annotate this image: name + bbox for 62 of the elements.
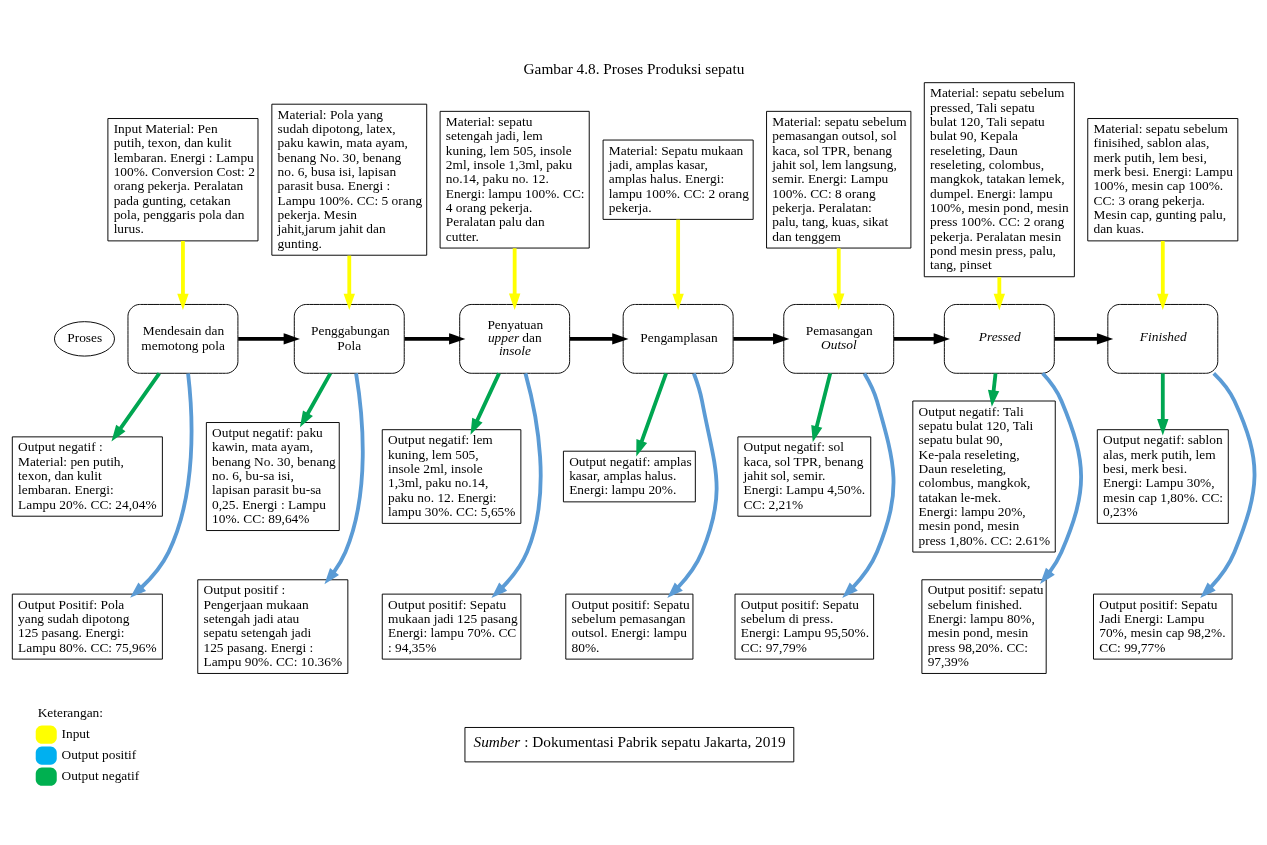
arrow: [1200, 371, 1257, 598]
node-box: Penyatuan upper dan insole: [459, 303, 571, 374]
diagram-title: Gambar 4.8. Proses Produksi sepatu: [523, 59, 745, 77]
legend-label: Output positif: [61, 746, 137, 762]
arrow: [1157, 372, 1169, 435]
legend-label: Output negatif: [61, 767, 140, 783]
arrow: [324, 372, 365, 584]
arrow: [130, 372, 194, 598]
node-box: Mendesain dan memotong pola: [127, 303, 239, 374]
node-box: Output positif: Sepatu mukaan jadi 125 pasang Energi: lampu 70%. CC : 94,35%: [381, 593, 522, 660]
node-box: Output positif: Sepatu sebelum pemasangan outsol. Energi: lampu 80%.: [565, 593, 694, 660]
node-box: Output positif: Sepatu sebelum di press. Energi: Lampu 95,50%. CC: 97,79%: [734, 593, 875, 660]
arrow: [993, 276, 1006, 310]
arrow: [569, 332, 629, 345]
node-box: Pengamplasan: [622, 303, 734, 374]
arrow: [811, 372, 833, 442]
node-box: Material: Sepatu mukaan jadi, amplas kasar, amplas halus. Energi: lampu 100%. CC: 2 orang pekerja.: [602, 139, 754, 220]
arrow: [508, 247, 521, 310]
node-box: Output negatif: lem kuning, lem 505, insole 2ml, insole 1,3ml, paku no.14, paku no. 12. Energi: lampu 30%. CC: 5,65%: [381, 428, 522, 524]
node-box: Material: sepatu setengah jadi, lem kuning, lem 505, insole 2ml, insole 1,3ml, paku no.14, paku no. 12. Energi: lampu 100%. CC: 4 orang pekerja. Peralatan palu dan cutter.: [439, 110, 590, 249]
arrow: [238, 332, 300, 345]
node-box: Pemasangan Outsol: [783, 303, 895, 374]
arrow: [299, 371, 333, 427]
node-box: Pressed: [943, 303, 1055, 374]
arrow: [833, 247, 845, 310]
arrow: [404, 332, 466, 345]
arrow: [491, 372, 543, 598]
arrow: [1054, 332, 1114, 345]
node-box: Input Material: Pen putih, texon, dan kulit lembaran. Energi : Lampu 100%. Conversion Cost: 2 orang pekerja. Peralatan pada gunting, cetakan pola, penggaris pola dan lurus.: [107, 117, 259, 241]
arrow: [842, 372, 896, 598]
node-ellipse: Proses: [54, 320, 115, 357]
node-box: Output positif : Pengerjaan mukaan setengah jadi atau sepatu setengah jadi 125 pasang. Energi : Lampu 90%. CC: 10.36%: [197, 578, 349, 674]
arrow: [343, 255, 355, 310]
node-box: Penggabungan Pola: [293, 303, 405, 374]
arrow: [987, 372, 1000, 407]
node-box: Finished: [1107, 303, 1219, 374]
node-box: Material: sepatu sebelum pressed, Tali sepatu bulat 120, Tali sepatu bulat 90, Kepala reseleting, Daun reseleting, colombus, mangkok, tatakan lemek, dumpel. Energi: lampu 100%, mesin pond, mesin press 100%. CC: 2 orang pekerja. Peralatan mesin pond mesin press, palu, tang, pinset: [923, 81, 1075, 277]
arrow: [1040, 371, 1083, 584]
node-box: Material: sepatu sebelum pemasangan outsol, sol kaca, sol TPR, benang jahit sol, lem langsung, semir. Energi: Lampu 100%. CC: 8 orang pekerja. Peralatan: palu, tang, kuas, sikat dan tenggem: [766, 110, 912, 249]
node-box: Material: sepatu sebelum finisihed, sablon alas, merk putih, lem besi, merk besi. Energi: Lampu 100%, mesin cap 100%. CC: 3 orang pekerja. Mesin cap, gunting palu, dan kuas.: [1087, 117, 1239, 241]
arrow: [177, 240, 189, 310]
arrow: [1157, 240, 1169, 310]
caption: Sumber : Dokumentasi Pabrik sepatu Jakarta, 2019: [473, 732, 786, 750]
arrow: [636, 372, 668, 456]
node-box: Output negatif: sablon alas, merk putih, lem besi, merk besi. Energi: Lampu 30%, mesin cap 1,80%. CC: 0,23%: [1096, 428, 1229, 524]
node-box: Output Positif: Pola yang sudah dipotong 125 pasang. Energi: Lampu 80%. CC: 75,96%: [11, 593, 163, 660]
arrow: [733, 332, 790, 345]
node-box: Output negatif: paku kawin, mata ayam, benang No. 30, benang no. 6, bu-sa isi, lapisan parasit bu-sa 0,25. Energi : Lampu 10%. CC: 89,64%: [205, 421, 340, 531]
arrow: [111, 371, 161, 441]
label: Keterangan:: [37, 704, 103, 720]
arrow: [667, 372, 719, 598]
node-box: Output negatif: sol kaca, sol TPR, benang jahit sol, semir. Energi: Lampu 4,50%. CC: 2,21%: [737, 435, 872, 517]
legend-label: Input: [61, 725, 90, 741]
node-box: Material: Pola yang sudah dipotong, latex, paku kawin, mata ayam, benang No. 30, benang no. 6, busa isi, lapisan parasit busa. Energi : Lampu 100%. CC: 5 orang pekerja. Mesin jahit,jarum jahit dan gunting.: [271, 103, 428, 256]
node-box: Output negatif: amplas kasar, amplas halus. Energi: lampu 20%.: [562, 450, 696, 502]
node-box: Output negatif: Tali sepatu bulat 120, Tali sepatu bulat 90, Ke-pala reseleting, Daun reseleting, colombus, mangkok, tatakan le-mek. Energi: lampu 20%, mesin pond, mesin press 1,80%. CC: 2.61%: [912, 400, 1056, 553]
node-box: Output negatif : Material: pen putih, texon, dan kulit lembaran. Energi: Lampu 20%. CC: 24,04%: [11, 435, 163, 517]
arrow: [672, 219, 684, 310]
arrow: [893, 332, 950, 345]
node-box: Output positif: Sepatu Jadi Energi: Lampu 70%, mesin cap 98,2%. CC: 99,77%: [1093, 593, 1233, 660]
node-box: Output positif: sepatu sebelum finished. Energi: lampu 80%, mesin pond, mesin press 98,20%. CC: 97,39%: [921, 578, 1047, 674]
arrow: [470, 372, 501, 435]
